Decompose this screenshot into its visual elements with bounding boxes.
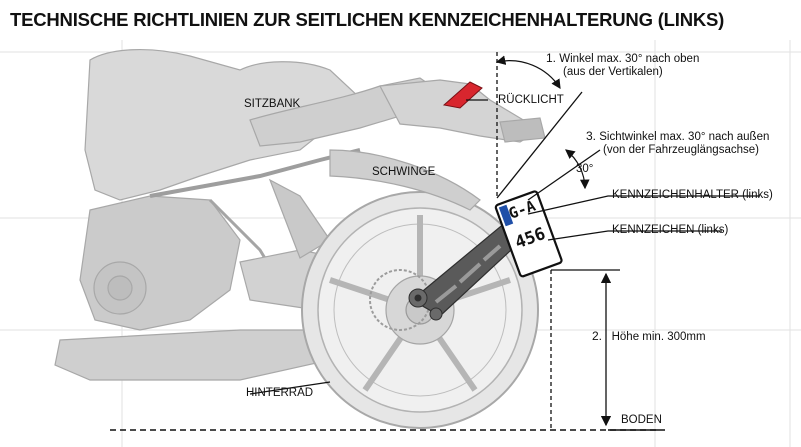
label-kennzeichenhalter: KENNZEICHENHALTER (links) — [612, 189, 773, 201]
label-ruecklicht: RÜCKLICHT — [498, 94, 564, 106]
angle-3-arc — [565, 149, 590, 190]
rule-3-number: 3. — [586, 129, 597, 143]
rule-1: 1. Winkel max. 30° nach oben — [546, 52, 699, 66]
rule-1-number: 1. — [546, 51, 557, 65]
taillight — [442, 81, 483, 109]
rule-3-line2: (von der Fahrzeuglängsachse) — [603, 144, 759, 156]
rule-3: 3. Sichtwinkel max. 30° nach außen — [586, 130, 769, 144]
rule-3-line1: Sichtwinkel max. 30° nach außen — [599, 131, 770, 143]
label-hinterrad: HINTERRAD — [246, 387, 314, 399]
rule-2-number: 2. — [592, 329, 603, 343]
angle-label: 30° — [576, 163, 594, 175]
angle-1-arc — [495, 55, 561, 90]
label-schwinge: SCHWINGE — [372, 166, 436, 178]
leader-lines — [249, 99, 760, 395]
rule-2-line1: Höhe min. 300mm — [611, 331, 706, 343]
license-plate: G-A 456 — [494, 190, 563, 278]
label-kennzeichen: KENNZEICHEN (links) — [612, 224, 729, 236]
page-title: TECHNISCHE RICHTLINIEN ZUR SEITLICHEN KE… — [10, 9, 725, 30]
motorcycle-illustration — [54, 49, 546, 429]
rule-1-line2: (aus der Vertikalen) — [563, 66, 663, 78]
rule-1-line1: Winkel max. 30° nach oben — [559, 53, 700, 65]
angle-limit-line — [496, 91, 583, 199]
plate-eu-badge — [498, 204, 514, 227]
label-boden: BODEN — [621, 414, 662, 426]
rule-2: 2. Höhe min. 300mm — [592, 330, 706, 344]
label-sitzbank: SITZBANK — [244, 98, 301, 110]
